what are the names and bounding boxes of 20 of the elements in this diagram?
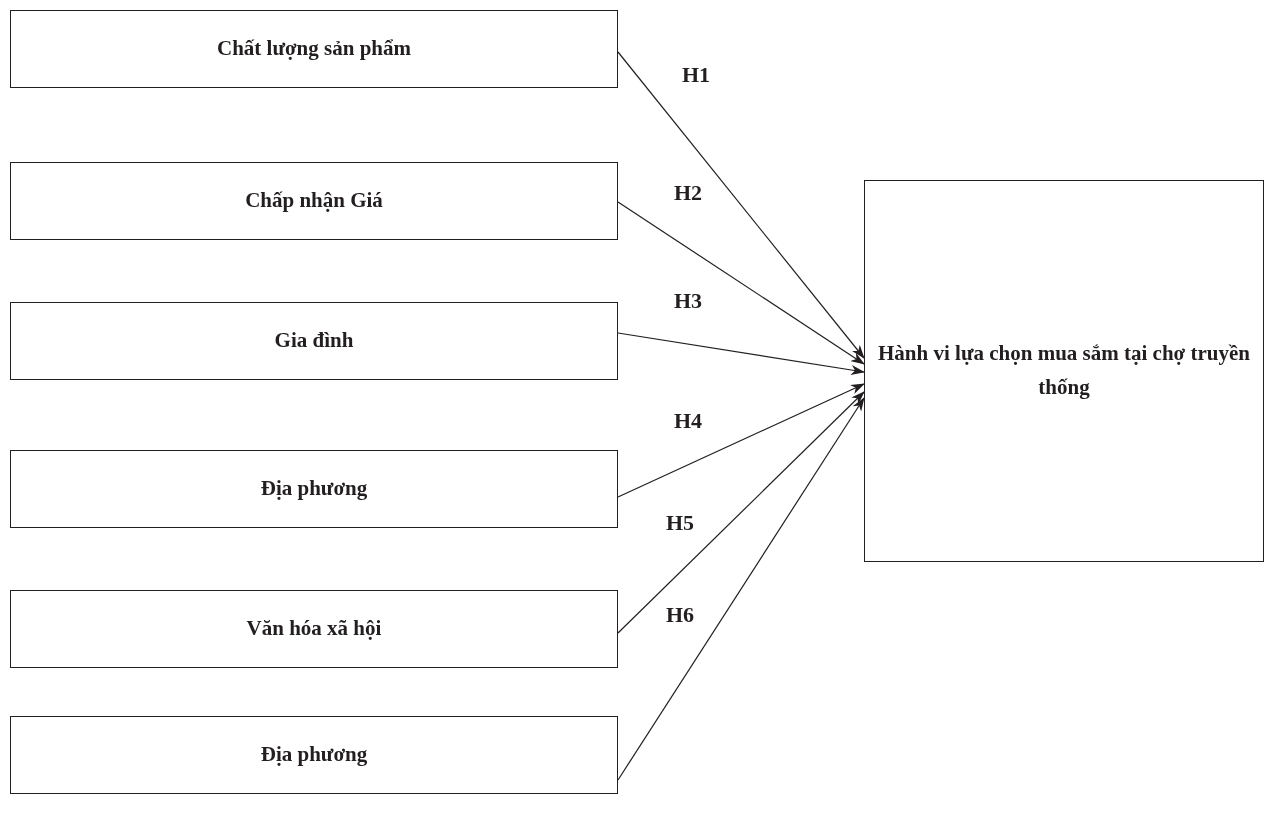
concept-box <box>10 302 618 380</box>
arrow <box>617 332 865 375</box>
box-label: Gia đình <box>274 327 354 355</box>
box-label: Địa phương <box>260 741 368 769</box>
arrow <box>617 51 865 359</box>
box-label: Hành vi lựa chọn mua sắm tại chợ truyền thống <box>877 340 1251 401</box>
concept-box <box>10 716 618 794</box>
arrow <box>617 201 865 365</box>
concept-box <box>10 590 618 668</box>
arrow <box>617 397 865 781</box>
box-label: Văn hóa xã hội <box>246 615 382 643</box>
arrow <box>617 391 865 634</box>
concept-box <box>10 162 618 240</box>
concept-box <box>864 180 1264 562</box>
concept-box <box>10 450 618 528</box>
concept-box <box>10 10 618 88</box>
box-label: Chấp nhận Giá <box>245 187 383 215</box>
arrow <box>617 383 865 498</box>
box-label: Chất lượng sản phẩm <box>216 35 411 63</box>
box-label: Địa phương <box>260 475 368 503</box>
